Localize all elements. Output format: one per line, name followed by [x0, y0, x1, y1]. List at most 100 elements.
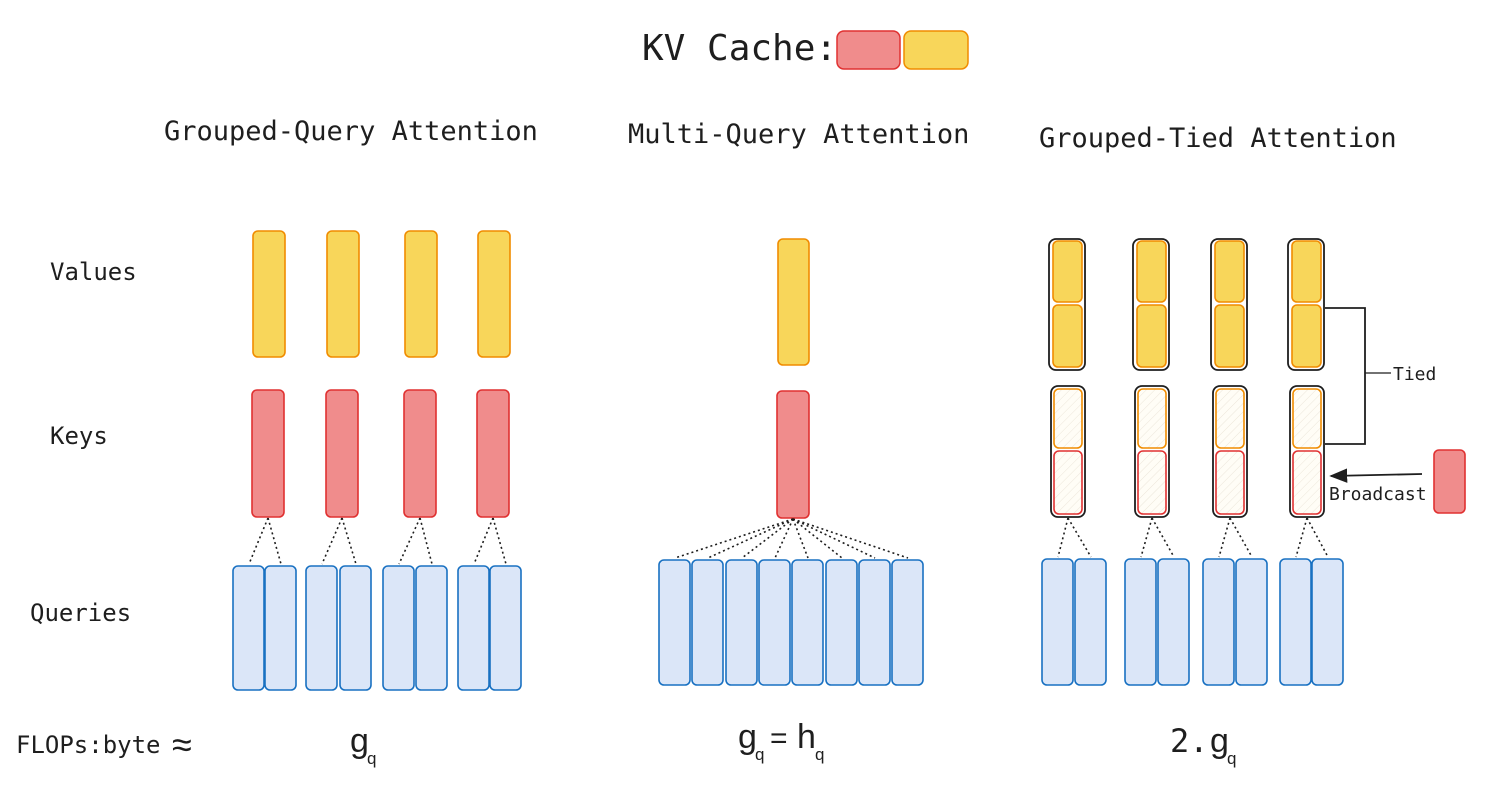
gta-query-head [1041, 558, 1074, 686]
legend-label: KV Cache: [642, 28, 837, 69]
tied-bracket [1325, 307, 1366, 445]
gta-tied-value-container [1287, 238, 1325, 371]
gta-key-rope-half [1215, 450, 1245, 515]
gta-group-connector [1057, 517, 1069, 558]
mqa-query-head [758, 559, 791, 686]
gqa-value-head [252, 230, 286, 358]
mqa-query-head [691, 559, 724, 686]
mqa-broadcast-connector [707, 518, 794, 559]
gta-query-head [1311, 558, 1344, 686]
gqa-group-connector [248, 517, 269, 565]
mqa-broadcast-connector [792, 518, 809, 559]
gqa-key-head [403, 389, 437, 518]
gqa-query-head [489, 565, 522, 691]
legend: KV Cache: [642, 28, 969, 70]
mqa-query-head [791, 559, 824, 686]
gta-group-connector [1218, 517, 1231, 558]
gta-query-head [1279, 558, 1312, 686]
gqa-query-head [339, 565, 372, 691]
mqa-broadcast-connector [741, 518, 794, 559]
gqa-value-head [477, 230, 511, 358]
mqa-broadcast-connector [674, 518, 794, 559]
formula-gqa: g q [350, 722, 376, 768]
gta-key-rope-half [1137, 450, 1167, 515]
gta-value-half-tied [1291, 304, 1322, 368]
gqa-group-connector [492, 517, 507, 565]
mqa-broadcast-connector [774, 518, 794, 559]
gqa-value-head [404, 230, 438, 358]
gqa-group-connector [473, 517, 494, 565]
gta-tied-value-container [1048, 238, 1086, 371]
gta-key-tied-half [1137, 388, 1167, 449]
panel-title-gqa: Grouped-Query Attention [164, 116, 538, 147]
gta-key-rope-half [1292, 450, 1322, 515]
legend-key-swatch [836, 30, 901, 70]
mqa-query-head [658, 559, 691, 686]
gta-group-connector [1151, 517, 1175, 558]
gta-tied-value-container [1132, 238, 1170, 371]
gta-key-container [1289, 385, 1325, 518]
formula-mqa: g q = h q [738, 718, 824, 764]
gqa-group-connector [321, 517, 343, 565]
formula-mqa-eq: = [770, 722, 788, 755]
broadcast-label: Broadcast [1329, 484, 1427, 505]
gqa-query-head [415, 565, 448, 691]
legend-value-swatch [903, 30, 969, 70]
gqa-query-head [382, 565, 415, 691]
gqa-query-head [264, 565, 297, 691]
gta-tied-value-container [1210, 238, 1248, 371]
formula-mqa-lhs-sub: q [755, 745, 764, 764]
gqa-group-connector [398, 517, 421, 565]
gta-group-connector [1067, 517, 1092, 558]
gta-query-head [1157, 558, 1190, 686]
gqa-group-connector [419, 517, 433, 565]
gta-value-half [1214, 240, 1245, 303]
gta-query-head [1074, 558, 1107, 686]
mqa-key-head [776, 390, 810, 519]
gta-key-container [1134, 385, 1170, 518]
gqa-key-head [476, 389, 510, 518]
formula-gta-sub: q [1227, 749, 1236, 768]
broadcast-key-head [1433, 449, 1466, 514]
gta-key-tied-half [1292, 388, 1322, 449]
mqa-query-head [858, 559, 891, 686]
gta-group-connector [1140, 517, 1153, 558]
flops-label: FLOPs:byte [16, 731, 161, 759]
gta-value-half-tied [1052, 304, 1083, 368]
gqa-group-connector [267, 517, 282, 565]
row-label-values: Values [50, 258, 137, 286]
gta-key-container [1212, 385, 1248, 518]
gta-key-rope-half [1053, 450, 1083, 515]
gta-query-head [1202, 558, 1235, 686]
approx-symbol: ≈ [172, 724, 192, 765]
gta-group-connector [1229, 517, 1253, 558]
gta-value-half [1136, 240, 1167, 303]
gta-key-tied-half [1053, 388, 1083, 449]
mqa-query-head [891, 559, 924, 686]
formula-gta-prefix: 2. [1170, 722, 1209, 760]
gta-query-head [1124, 558, 1157, 686]
formula-gta-base: g [1210, 722, 1229, 760]
gqa-key-head [325, 389, 359, 518]
mqa-value-head [777, 238, 810, 366]
tied-label: Tied [1393, 364, 1436, 385]
gta-value-half-tied [1214, 304, 1245, 368]
mqa-broadcast-connector [792, 518, 876, 559]
gqa-query-head [232, 565, 265, 691]
gqa-group-connector [341, 517, 357, 565]
gqa-key-head [251, 389, 285, 518]
mqa-query-head [825, 559, 858, 686]
formula-gqa-base: g [350, 722, 369, 760]
gta-value-half-tied [1136, 304, 1167, 368]
gta-key-tied-half [1215, 388, 1245, 449]
gta-key-container [1050, 385, 1086, 518]
formula-mqa-rhs-base: h [797, 718, 816, 756]
panel-title-gta: Grouped-Tied Attention [1039, 123, 1397, 154]
gta-group-connector [1295, 517, 1308, 558]
gta-query-head [1235, 558, 1268, 686]
formula-mqa-lhs-base: g [738, 718, 757, 756]
gta-value-half [1291, 240, 1322, 303]
mqa-query-head [725, 559, 758, 686]
mqa-broadcast-connector [792, 518, 843, 559]
